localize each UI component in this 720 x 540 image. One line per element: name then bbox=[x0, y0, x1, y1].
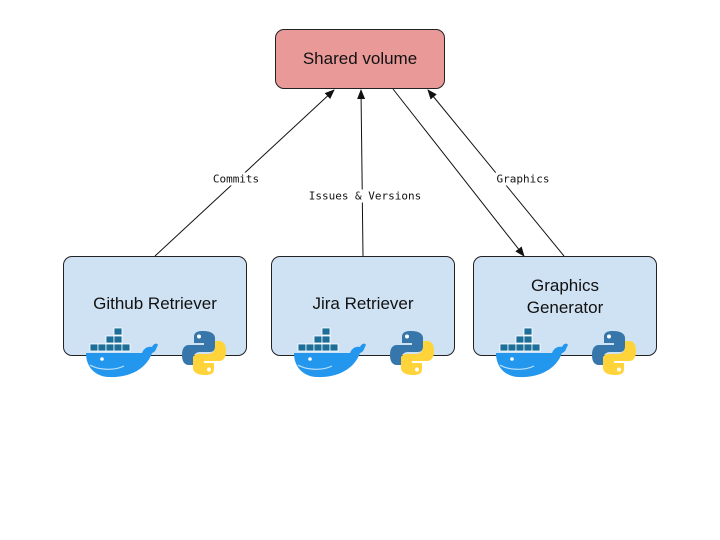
docker-icon bbox=[294, 327, 366, 378]
python-icon bbox=[182, 331, 226, 375]
shared-volume-label: Shared volume bbox=[302, 49, 418, 68]
github-retriever-node: Github Retriever bbox=[63, 256, 247, 356]
jira-retriever-node: Jira Retriever bbox=[271, 256, 455, 356]
python-icon bbox=[592, 331, 636, 375]
shared-volume-node: Shared volume bbox=[275, 29, 445, 89]
edge-issues bbox=[357, 89, 366, 257]
graphics-generator-node: Graphics Generator bbox=[473, 256, 657, 356]
docker-icon bbox=[496, 327, 568, 378]
graphics-generator-label: Graphics Generator bbox=[526, 276, 604, 317]
edge-label-graphics: Graphics bbox=[495, 172, 551, 186]
docker-icon bbox=[86, 327, 158, 378]
edge-label-issues: Issues & Versions bbox=[307, 189, 423, 203]
edge-shared-to-graphics bbox=[392, 88, 525, 257]
edge-label-commits: Commits bbox=[211, 172, 261, 186]
jira-retriever-label: Jira Retriever bbox=[312, 294, 414, 313]
python-icon bbox=[390, 331, 434, 375]
github-retriever-label: Github Retriever bbox=[93, 294, 217, 313]
